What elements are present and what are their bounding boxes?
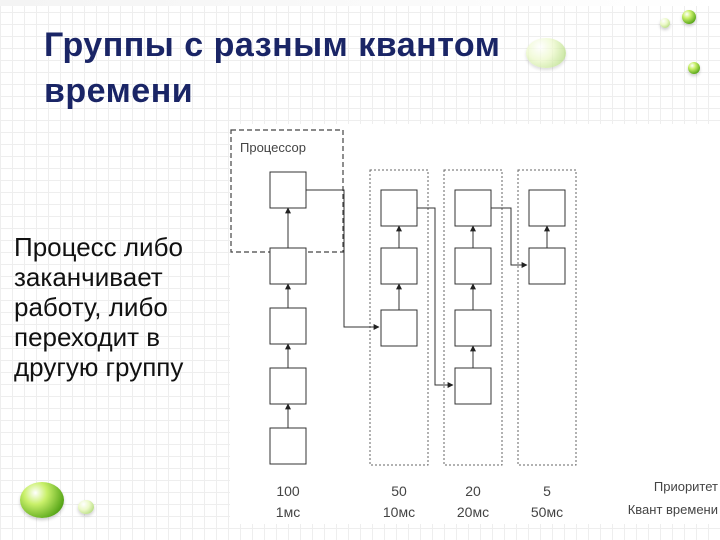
diagram-label: 50мс (531, 504, 563, 520)
process-box (269, 367, 307, 405)
diagram-label: Приоритет (654, 479, 718, 494)
light-droplet-decoration (78, 500, 94, 514)
transition-arrow (491, 207, 528, 268)
transition-arrow (417, 207, 454, 388)
body-text-line: другую группу (14, 352, 184, 382)
body-text-line: переходит в (14, 322, 161, 352)
green-droplet-decoration (20, 482, 64, 518)
diagram-label: 20 (465, 483, 481, 499)
group-column-frame (517, 169, 577, 466)
light-droplet-decoration (526, 38, 566, 68)
green-droplet-decoration (682, 10, 696, 24)
scheduling-diagram: Процессор 100 1мс 50 10мс 20 20мс 5 50мс Приорите… (230, 124, 720, 524)
process-box (528, 189, 566, 227)
diagram-label: 1мс (276, 504, 300, 520)
process-box (454, 247, 492, 285)
light-droplet-decoration (660, 18, 670, 28)
diagram-label: Квант времени (628, 502, 718, 517)
diagram-label: 50 (391, 483, 407, 499)
diagram-label: 100 (276, 483, 300, 499)
diagram-label: 10мс (383, 504, 415, 520)
body-text-line: работу, либо (14, 292, 168, 322)
slide-title-line: Группы с разным квантом (44, 26, 501, 64)
diagram-label: 20мс (457, 504, 489, 520)
process-box (454, 367, 492, 405)
body-text-line: заканчивает (14, 262, 163, 292)
process-box (269, 171, 307, 209)
process-box (269, 427, 307, 465)
diagram-svg: Процессор 100 1мс 50 10мс 20 20мс 5 50мс Приорите… (230, 129, 718, 520)
diagram-label: Процессор (240, 140, 306, 155)
process-box (380, 247, 418, 285)
green-droplet-decoration (688, 62, 700, 74)
process-box (454, 189, 492, 227)
transition-arrow (306, 189, 380, 330)
process-box (269, 247, 307, 285)
process-box (380, 309, 418, 347)
diagram-label: 5 (543, 483, 551, 499)
slide-title: Группы с разным квантом времени (44, 22, 604, 114)
process-box (269, 307, 307, 345)
process-box (380, 189, 418, 227)
process-box (454, 309, 492, 347)
group-column-frame (369, 169, 429, 466)
body-text-line: Процесс либо (14, 232, 183, 262)
slide-title-line: времени (44, 72, 194, 110)
process-box (528, 247, 566, 285)
top-decoration (0, 0, 720, 6)
group-column-frame (443, 169, 503, 466)
